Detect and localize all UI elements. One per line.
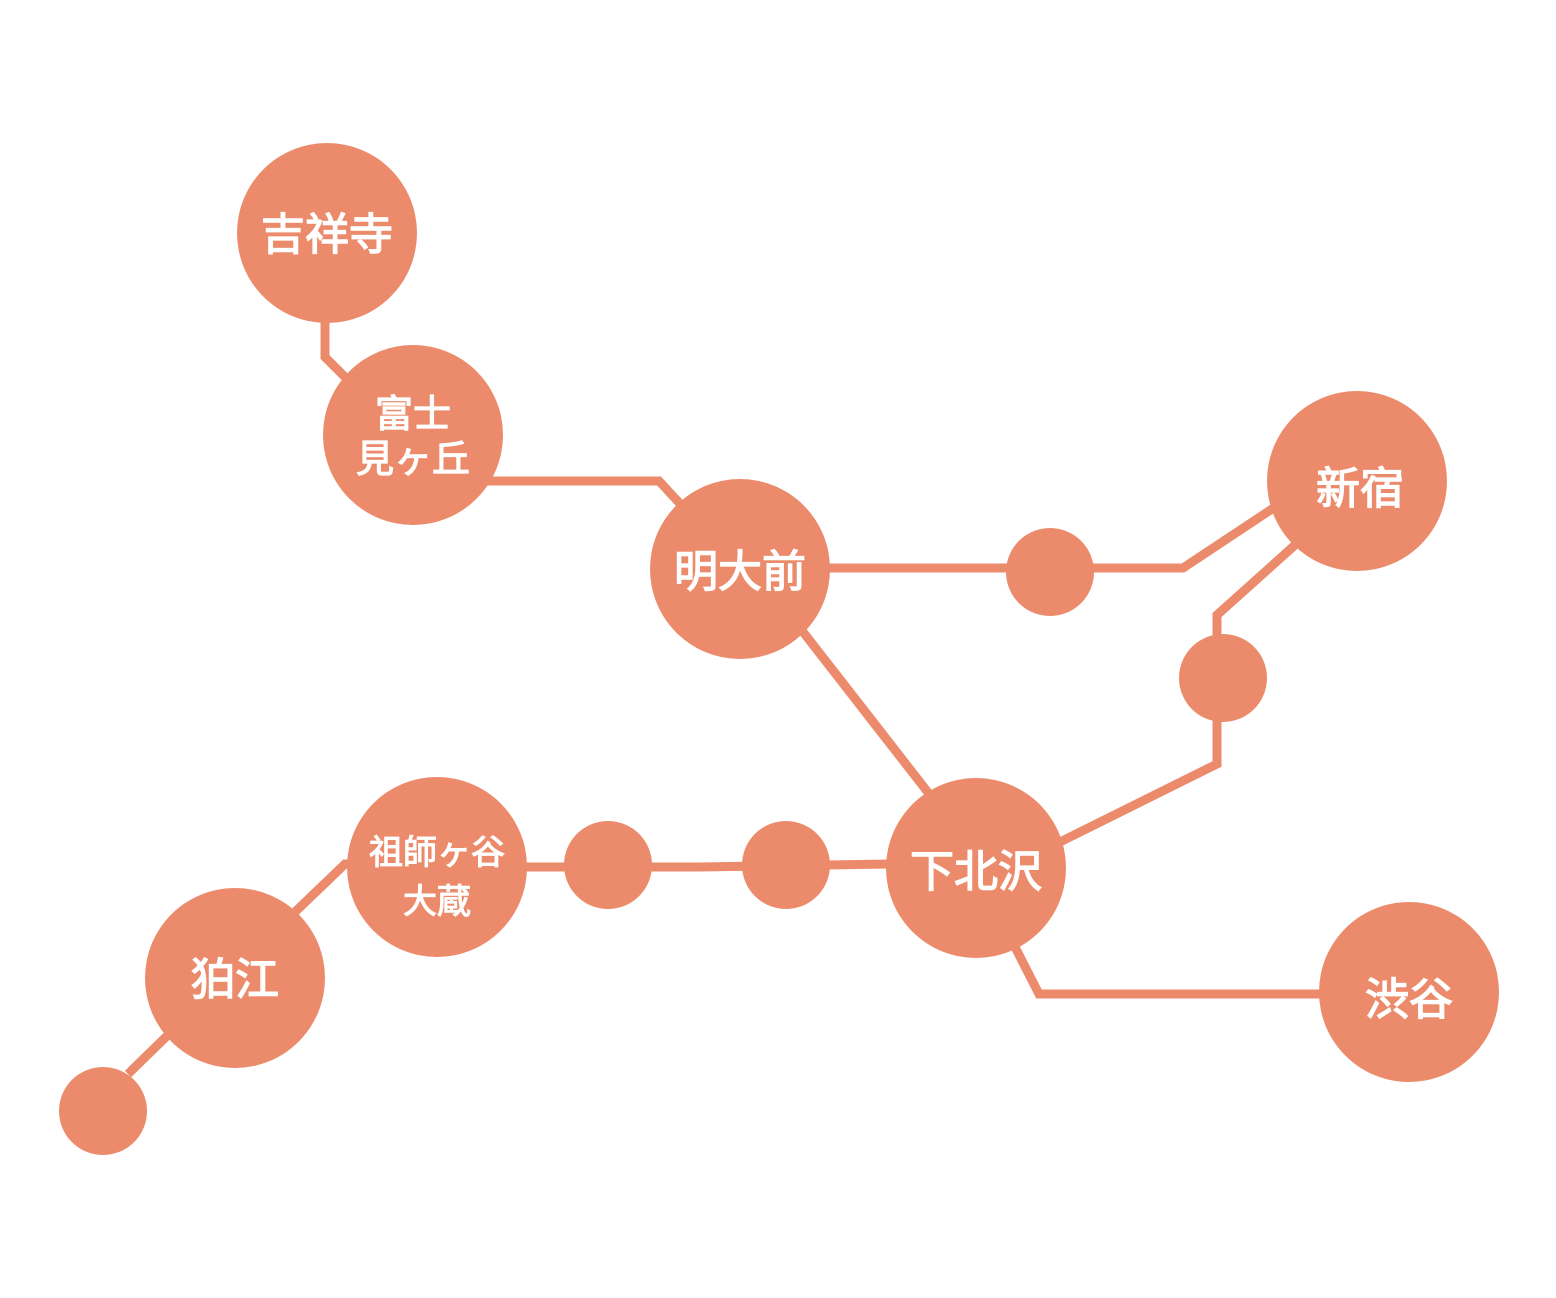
station-meidaimae[interactable]: 明大前 [650, 479, 830, 659]
station-label: 祖師ヶ谷 [369, 833, 505, 873]
station-label: 見ヶ丘 [356, 437, 470, 481]
station-label: 新宿 [1316, 464, 1404, 515]
line-meidaimae-shimokitazawa [796, 625, 934, 798]
station-shimokitazawa[interactable]: 下北沢 [886, 778, 1066, 958]
station-kichijoji[interactable]: 吉祥寺 [237, 143, 417, 323]
line-meidaimae-shinjuku [828, 503, 1278, 573]
station-soshigaya-okura[interactable]: 祖師ヶ谷 大蔵 [347, 777, 527, 957]
stop-marker[interactable] [1179, 634, 1267, 722]
station-komae[interactable]: 狛江 [145, 888, 325, 1068]
station-shinjuku[interactable]: 新宿 [1267, 391, 1447, 571]
line-terminal-komae [124, 1027, 176, 1078]
line-shimokitazawa-shibuya [1009, 942, 1321, 999]
line-kichijoji-fujimigaoka [320, 320, 354, 386]
station-label: 下北沢 [910, 847, 1043, 898]
stop-marker[interactable] [742, 821, 830, 909]
station-label: 大蔵 [403, 882, 471, 922]
line-fujimigaoka-meidaimae [485, 476, 688, 512]
station-label: 渋谷 [1365, 975, 1453, 1026]
station-label: 狛江 [191, 955, 279, 1006]
station-shibuya[interactable]: 渋谷 [1319, 902, 1499, 1082]
station-fujimigaoka[interactable]: 富士 見ヶ丘 [323, 345, 503, 525]
station-label: 富士 [375, 392, 451, 436]
stop-marker[interactable] [59, 1067, 147, 1155]
stations: 吉祥寺 富士 見ヶ丘 明大前 新宿 下北沢 祖師ヶ谷 大蔵 狛江 [145, 143, 1499, 1082]
station-label: 明大前 [674, 547, 806, 598]
station-label: 吉祥寺 [261, 210, 393, 261]
stop-marker[interactable] [1006, 528, 1094, 616]
minor-stops [59, 528, 1267, 1155]
stop-marker[interactable] [564, 821, 652, 909]
